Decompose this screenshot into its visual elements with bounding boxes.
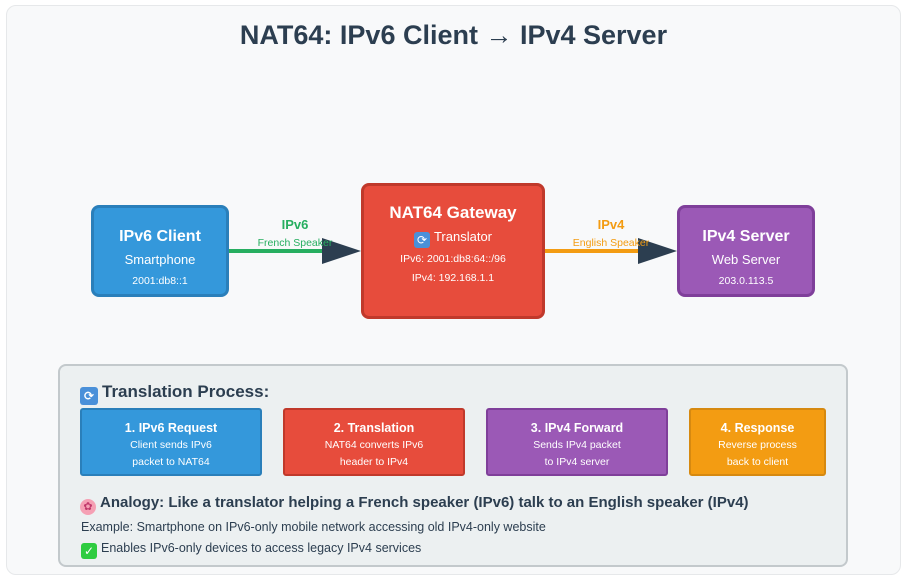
ipv6-client-node: IPv6 Client Smartphone 2001:db8::1 xyxy=(91,205,229,297)
gateway-ipv6-address: IPv6: 2001:db8:64::/96 xyxy=(400,253,506,265)
step-translation: 2. Translation NAT64 converts IPv6 heade… xyxy=(283,408,465,476)
step-response: 4. Response Reverse process back to clie… xyxy=(689,408,826,476)
step-ipv6-request: 1. IPv6 Request Client sends IPv6 packet… xyxy=(80,408,262,476)
process-title-text: Translation Process: xyxy=(102,382,270,401)
step-desc-line1: Client sends IPv6 xyxy=(130,439,212,451)
ipv4-arrowhead xyxy=(638,238,677,264)
ipv4-server-node: IPv4 Server Web Server 203.0.113.5 xyxy=(677,205,815,297)
ipv6-edge-label: IPv6 French Speaker xyxy=(245,217,345,249)
step-desc-line2: to IPv4 server xyxy=(544,456,610,468)
step-desc-line1: NAT64 converts IPv6 xyxy=(324,439,424,451)
brain-icon: ✿ xyxy=(80,499,96,515)
ipv6-arrowhead xyxy=(322,238,361,264)
refresh-icon: ⟳ xyxy=(413,232,430,248)
step-desc-line1: Sends IPv4 packet xyxy=(533,439,621,451)
benefit-text: ✓ Enables IPv6-only devices to access leg… xyxy=(81,541,421,559)
step-title: 1. IPv6 Request xyxy=(124,421,218,435)
ipv4-desc-label: English Speaker xyxy=(572,237,650,249)
server-title: IPv4 Server xyxy=(702,228,790,245)
step-title: 3. IPv4 Forward xyxy=(530,421,624,435)
refresh-icon: ⟳ xyxy=(80,387,98,405)
analogy-label: Analogy: Like a translator helping a Fre… xyxy=(100,494,749,511)
gateway-ipv4-address: IPv4: 192.168.1.1 xyxy=(411,272,495,284)
step-desc-line2: header to IPv4 xyxy=(339,456,409,468)
client-device: Smartphone xyxy=(124,252,196,267)
ipv4-edge-label: IPv4 English Speaker xyxy=(561,217,661,249)
process-title: ⟳Translation Process: xyxy=(80,382,269,405)
step-title: 4. Response xyxy=(720,421,795,435)
server-address: 203.0.113.5 xyxy=(718,275,774,287)
example-text: Example: Smartphone on IPv6-only mobile … xyxy=(81,520,546,534)
page-title: NAT64: IPv6 Client → IPv4 Server xyxy=(239,20,668,50)
ipv6-desc-label: French Speaker xyxy=(257,237,333,249)
gateway-role-label: Translator xyxy=(433,229,493,244)
check-icon: ✓ xyxy=(81,543,97,559)
benefit-label: Enables IPv6-only devices to access lega… xyxy=(101,541,422,555)
ipv4-proto-label: IPv4 xyxy=(597,217,625,232)
step-title: 2. Translation xyxy=(333,421,415,435)
analogy-text: ✿Analogy: Like a translator helping a Fr… xyxy=(80,494,749,515)
client-address: 2001:db8::1 xyxy=(132,275,188,287)
server-type: Web Server xyxy=(711,252,781,267)
step-desc-line2: packet to NAT64 xyxy=(132,456,210,468)
step-desc-line2: back to client xyxy=(726,456,789,468)
ipv6-proto-label: IPv6 xyxy=(281,217,309,232)
step-ipv4-forward: 3. IPv4 Forward Sends IPv4 packet to IPv… xyxy=(486,408,668,476)
gateway-title: NAT64 Gateway xyxy=(389,203,517,222)
nat64-gateway-node: NAT64 Gateway ⟳Translator IPv6: 2001:db8… xyxy=(361,183,545,319)
gateway-role: ⟳Translator xyxy=(364,229,542,248)
client-title: IPv6 Client xyxy=(119,228,201,245)
step-desc-line1: Reverse process xyxy=(718,439,797,451)
